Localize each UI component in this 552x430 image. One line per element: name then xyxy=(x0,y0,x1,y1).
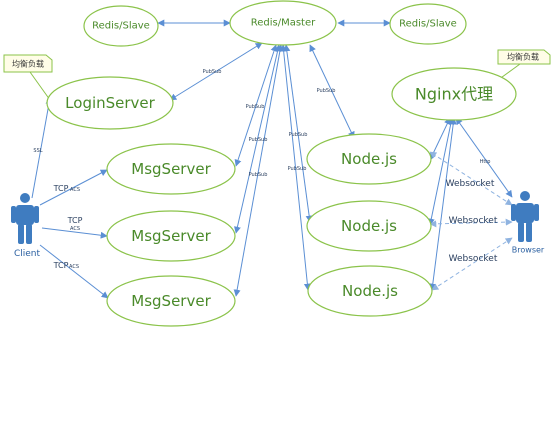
client-label: Client xyxy=(14,249,41,259)
nodes xyxy=(46,0,517,327)
label-pubsub-node1: PubSub xyxy=(317,88,336,94)
node-label-nodejs-2: Node.js xyxy=(341,217,397,235)
label-pubsub-msg3: PubSub xyxy=(249,172,268,178)
node-label-msg-server-3: MsgServer xyxy=(131,292,211,310)
node-label-msg-server-1: MsgServer xyxy=(131,160,211,178)
node-redis-slave-left[interactable] xyxy=(83,5,159,47)
edge-browser-node1-ws xyxy=(429,151,513,206)
node-msg-server-1[interactable] xyxy=(106,143,236,195)
browser-right-arm xyxy=(534,204,539,221)
label-http: Http xyxy=(480,159,491,165)
label-acs-1: ACS xyxy=(70,187,80,193)
label-websocket-3: Websocket xyxy=(449,254,498,264)
label-pubsub-msg1: PubSub xyxy=(246,104,265,110)
browser-left-leg xyxy=(518,222,524,242)
websocket-edges xyxy=(429,151,513,291)
node-labels: Redis/Slave Redis/Master Redis/Slave Log… xyxy=(65,18,493,311)
node-label-redis-slave-left: Redis/Slave xyxy=(92,21,150,32)
node-nodejs-2[interactable] xyxy=(306,200,432,252)
client-right-arm xyxy=(34,206,39,223)
node-nginx-proxy[interactable] xyxy=(391,67,517,121)
callout-left-box xyxy=(3,54,53,73)
node-label-nodejs-1: Node.js xyxy=(341,150,397,168)
edges xyxy=(29,19,521,299)
callout-left-text: 均衡负载 xyxy=(12,59,44,69)
callout-right-box xyxy=(497,49,551,65)
node-login-server[interactable] xyxy=(46,76,174,130)
node-label-nodejs-3: Node.js xyxy=(342,282,398,300)
node-redis-slave-right[interactable] xyxy=(389,3,467,45)
browser-body xyxy=(516,203,534,223)
label-ssl: SSL xyxy=(33,148,42,154)
browser-label: Browser xyxy=(512,246,545,255)
browser-right-leg xyxy=(526,222,532,242)
browser-head xyxy=(520,191,530,201)
edge-master-node1 xyxy=(309,44,355,139)
callout-left-connector xyxy=(29,71,51,101)
node-nodejs-3[interactable] xyxy=(307,265,433,317)
client-body xyxy=(16,205,34,225)
edge-nginx-node2 xyxy=(427,117,455,226)
label-pubsub-node3: PubSub xyxy=(288,166,307,172)
edge-client-login xyxy=(31,97,53,199)
edge-nginx-node3 xyxy=(429,117,457,291)
label-acs-2: ACS xyxy=(70,226,80,232)
edge-master-node3 xyxy=(280,44,311,291)
node-label-nginx-proxy: Nginx代理 xyxy=(415,85,493,104)
edge-browser-node3-ws xyxy=(431,237,513,291)
node-redis-master[interactable] xyxy=(229,0,337,46)
edge-labels: PubSub PubSub PubSub PubSub PubSub PubSu… xyxy=(33,69,497,270)
node-msg-server-3[interactable] xyxy=(106,275,236,327)
node-label-login-server: LoginServer xyxy=(65,94,155,112)
label-acs-3: ACS xyxy=(69,264,79,270)
label-websocket-2: Websocket xyxy=(449,216,498,226)
edge-client-msg3 xyxy=(39,244,109,299)
browser-left-arm xyxy=(511,204,516,221)
browser-person-icon[interactable] xyxy=(511,191,539,242)
client-person-icon[interactable] xyxy=(11,193,39,244)
callout-load-balance-right: 均衡负载 xyxy=(497,49,551,65)
label-tcp-2: TCP xyxy=(67,216,83,225)
node-label-redis-slave-right: Redis/Slave xyxy=(399,19,457,30)
label-pubsub-node2: PubSub xyxy=(289,132,308,138)
label-pubsub-login: PubSub xyxy=(203,69,222,75)
client-left-leg xyxy=(18,224,24,244)
node-label-redis-master: Redis/Master xyxy=(251,18,316,29)
callout-load-balance-left: 均衡负载 xyxy=(3,54,53,73)
edge-client-msg1 xyxy=(39,169,108,206)
node-label-msg-server-2: MsgServer xyxy=(131,227,211,245)
client-left-arm xyxy=(11,206,16,223)
node-nodejs-1[interactable] xyxy=(306,133,432,185)
node-msg-server-2[interactable] xyxy=(106,210,236,262)
label-tcp-1: TCP xyxy=(53,184,69,193)
edge-client-msg2 xyxy=(41,227,108,239)
label-pubsub-msg2: PubSub xyxy=(249,137,268,143)
edge-msg3-master xyxy=(233,44,284,297)
label-tcp-3: TCP xyxy=(53,261,69,270)
client-right-leg xyxy=(26,224,32,244)
label-websocket-1: Websocket xyxy=(446,179,495,189)
callout-right-text: 均衡负载 xyxy=(507,52,539,62)
client-head xyxy=(20,193,30,203)
